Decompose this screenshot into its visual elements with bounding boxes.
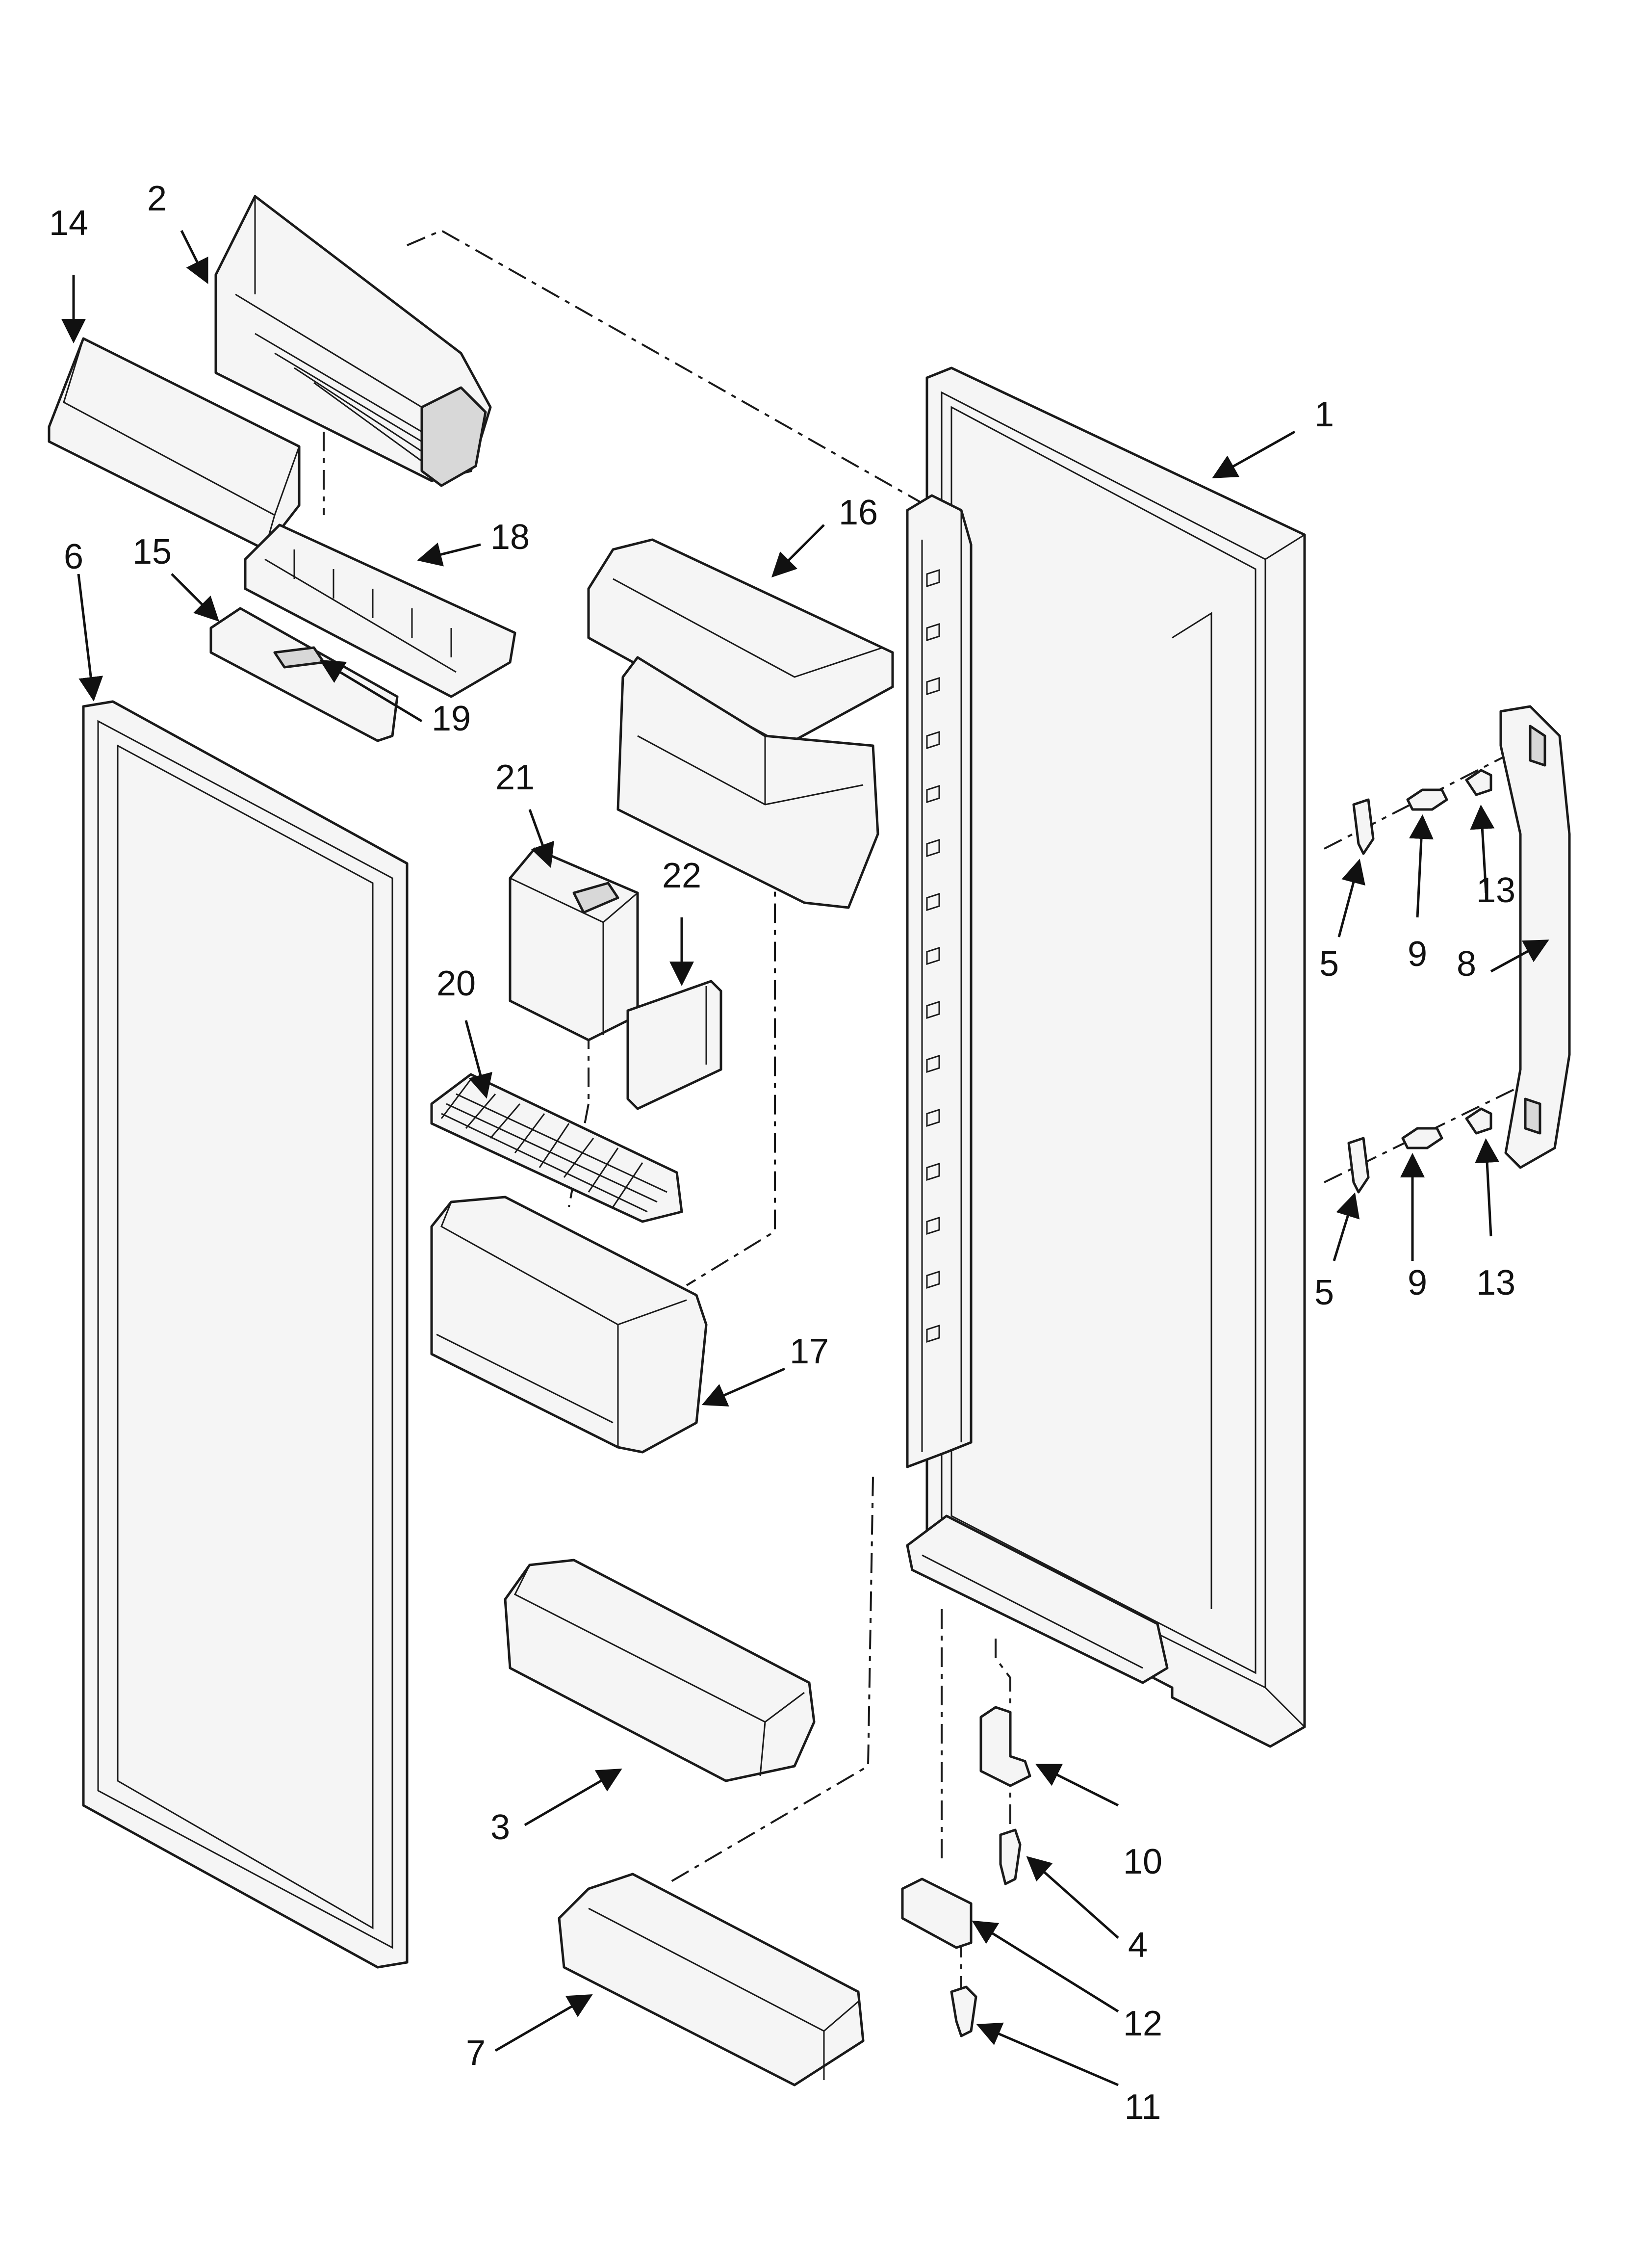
handle-studs bbox=[1401, 788, 1448, 1149]
callout-13b: 13 bbox=[1476, 1263, 1515, 1303]
leader-arrows bbox=[61, 230, 1549, 2086]
ice-bucket-support bbox=[587, 538, 894, 909]
callout-7: 7 bbox=[466, 2033, 486, 2073]
ice-chute-tray bbox=[244, 523, 516, 698]
callout-2: 2 bbox=[147, 179, 167, 218]
callout-9a: 9 bbox=[1408, 935, 1427, 974]
callout-8: 8 bbox=[1457, 944, 1476, 984]
callout-6: 6 bbox=[64, 537, 83, 576]
door-shelf bbox=[558, 1873, 865, 2086]
callout-15: 15 bbox=[132, 532, 172, 572]
callout-10: 10 bbox=[1123, 1842, 1162, 1881]
callout-21: 21 bbox=[495, 758, 535, 797]
handle-screws bbox=[1465, 769, 1492, 1135]
door-gasket bbox=[82, 700, 409, 1969]
hinge-pin bbox=[979, 1706, 1031, 1787]
dispenser-bin bbox=[430, 1196, 708, 1454]
callout-16: 16 bbox=[839, 493, 878, 532]
dispenser-lever bbox=[209, 607, 399, 742]
callout-9b: 9 bbox=[1408, 1263, 1427, 1303]
callout-14: 14 bbox=[49, 204, 88, 243]
hinge-screw bbox=[999, 1828, 1022, 1885]
callout-11: 11 bbox=[1125, 2087, 1161, 2127]
callout-4: 4 bbox=[1128, 1926, 1148, 1965]
dispenser-flap bbox=[626, 980, 722, 1110]
callout-3: 3 bbox=[490, 1808, 510, 1847]
callout-18: 18 bbox=[490, 518, 530, 557]
door-panel bbox=[906, 366, 1306, 1748]
callout-labels: 1 2 3 4 5 5 6 7 8 9 9 10 11 12 13 13 14 … bbox=[49, 179, 1515, 2127]
door-rail-notches bbox=[926, 569, 940, 1343]
callout-5b: 5 bbox=[1314, 1273, 1334, 1312]
callout-20: 20 bbox=[436, 964, 476, 1003]
callout-12: 12 bbox=[1123, 2004, 1162, 2043]
hinge-bracket bbox=[901, 1877, 973, 1949]
bracket-screw bbox=[950, 1985, 977, 2037]
callout-5a: 5 bbox=[1319, 944, 1339, 984]
callout-13a: 13 bbox=[1476, 871, 1515, 910]
callout-22: 22 bbox=[662, 856, 701, 895]
callout-19: 19 bbox=[432, 699, 471, 738]
drip-grille bbox=[430, 1073, 683, 1223]
dispenser-housing bbox=[214, 195, 492, 487]
callout-1: 1 bbox=[1314, 395, 1334, 434]
handle-clips bbox=[1347, 798, 1375, 1194]
door-bin bbox=[504, 1559, 816, 1782]
callout-17: 17 bbox=[790, 1332, 829, 1371]
ice-container bbox=[509, 847, 639, 1042]
door-handle bbox=[1499, 705, 1571, 1169]
